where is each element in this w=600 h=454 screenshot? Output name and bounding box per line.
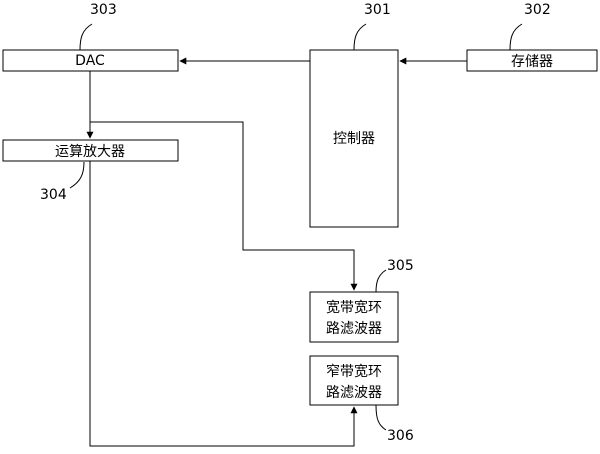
wideband-filter-label-line1: 宽带宽环	[326, 299, 382, 316]
wideband-filter-leader	[375, 269, 387, 293]
op-amp-to-narrowband-filter-arrow	[89, 161, 358, 447]
op-amp-ref: 304	[40, 187, 67, 203]
wideband-filter-label-line2: 路滤波器	[326, 321, 382, 337]
narrowband-filter-block: 窄带宽环 路滤波器	[309, 355, 399, 406]
dac-label: DAC	[75, 53, 105, 69]
narrowband-filter-ref: 306	[387, 428, 414, 444]
narrowband-filter-label-line2: 路滤波器	[326, 385, 382, 401]
controller-leader	[353, 23, 367, 51]
dac-to-wideband-filter-arrow	[90, 121, 358, 291]
op-amp-leader	[69, 161, 85, 189]
op-amp-label: 运算放大器	[55, 144, 125, 160]
controller-ref: 301	[364, 2, 391, 18]
memory-ref: 302	[524, 2, 551, 18]
controller-label: 控制器	[333, 131, 375, 147]
wideband-filter-block: 宽带宽环 路滤波器	[309, 291, 399, 343]
dac-leader	[79, 23, 93, 51]
memory-block: 存储器	[466, 49, 598, 72]
memory-leader	[509, 23, 523, 51]
wideband-filter-ref: 305	[387, 258, 414, 274]
dac-ref: 303	[90, 2, 117, 18]
op-amp-block: 运算放大器	[2, 139, 179, 162]
narrowband-filter-leader	[375, 404, 387, 431]
dac-block: DAC	[2, 49, 179, 72]
narrowband-filter-label-line1: 窄带宽环	[326, 363, 382, 380]
memory-label: 存储器	[511, 54, 553, 70]
controller-block: 控制器	[309, 49, 399, 228]
